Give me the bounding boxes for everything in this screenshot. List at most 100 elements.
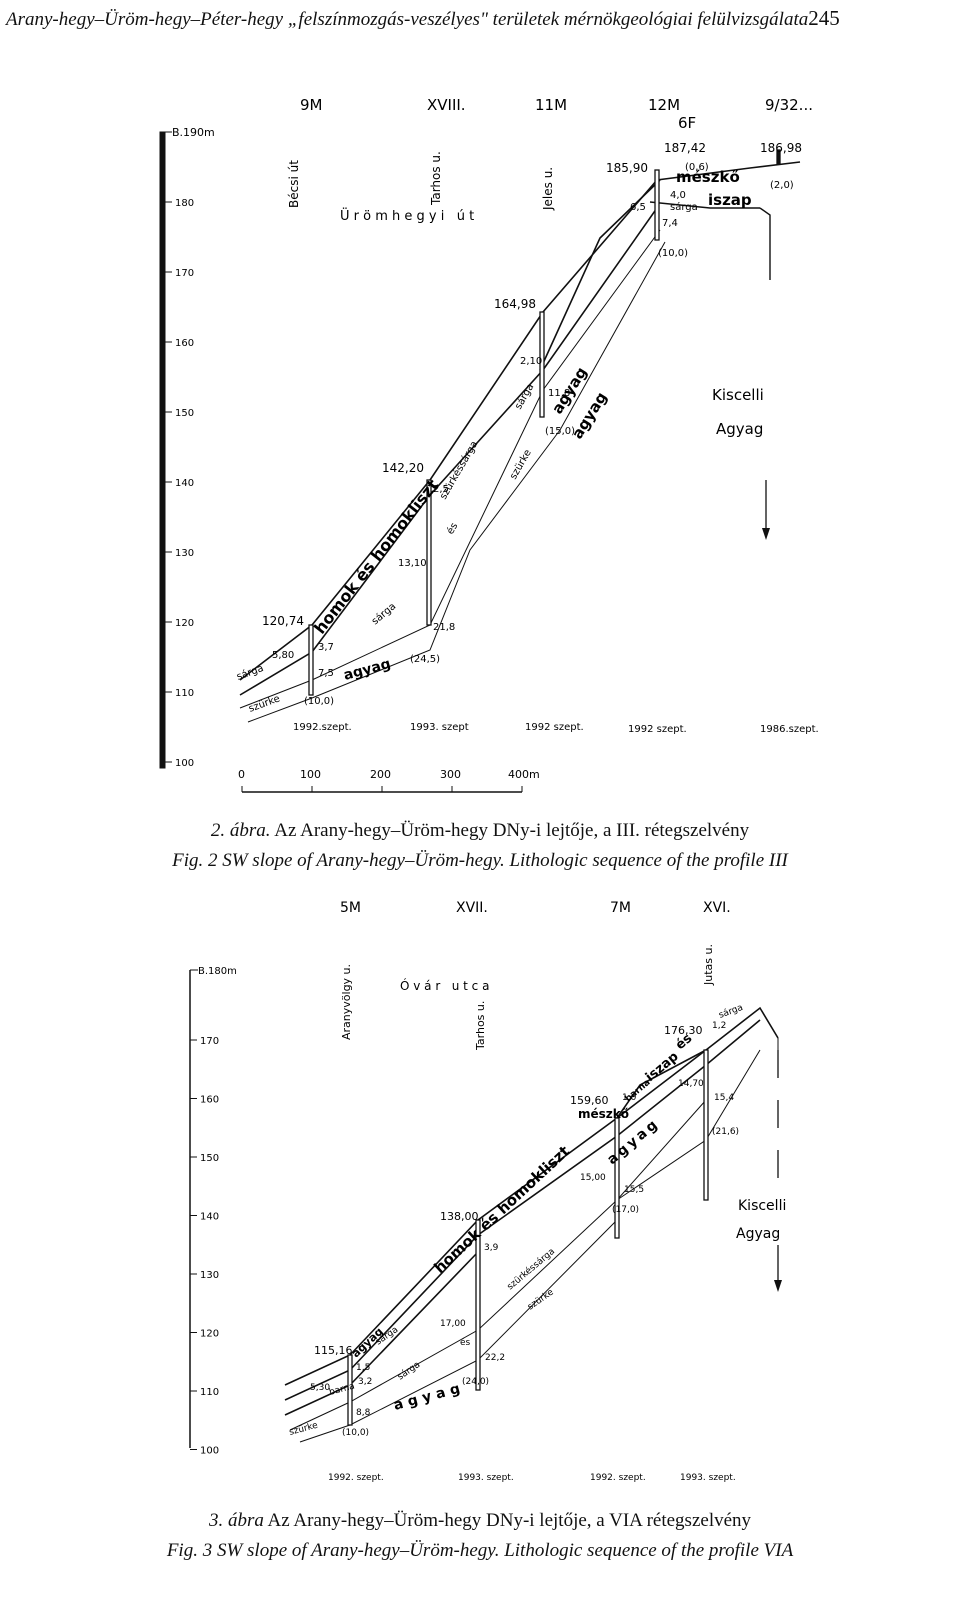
borehole-id: 9M <box>300 96 323 114</box>
layer-sublabel: sárga <box>235 662 265 683</box>
main-street-label: Ó v á r u t c a <box>400 978 489 993</box>
depth-label: 3,9 <box>484 1243 499 1253</box>
fig3-caption-hu: 3. ábra Az Arany-hegy–Üröm-hegy DNy-i le… <box>0 1510 960 1532</box>
borehole <box>703 1049 709 1201</box>
scale-tick-label: 140 <box>175 478 194 489</box>
depth-label: (0,6) <box>685 162 709 173</box>
borehole-id: 5M <box>340 900 361 916</box>
street-labels: Bécsi út Tarhos u. Jeles u. Ü r ö m h e … <box>287 151 555 224</box>
depth-label: (10,0) <box>658 248 688 259</box>
street-label: Tarhos u. <box>474 1001 487 1051</box>
scale-top-label: B.180m <box>198 966 237 977</box>
thin-boundary <box>239 229 661 709</box>
scale-tick-label: 140 <box>200 1212 219 1223</box>
kiscelli-label: Kiscelli <box>738 1198 786 1214</box>
borehole-id: 11M <box>535 96 567 114</box>
distance-scale-label: 100 <box>300 768 321 781</box>
depth-label: 2,5 <box>433 484 449 495</box>
scale-tick-label: 100 <box>175 758 194 769</box>
layer-sublabel: sárga <box>369 600 398 627</box>
depth-label: 14,70 <box>678 1079 704 1089</box>
distance-scale-label: 300 <box>440 768 461 781</box>
depth-label: (21,6) <box>712 1127 739 1137</box>
distance-scale-label: 400m <box>508 768 540 781</box>
fig2-caption-num: 2. ábra. <box>210 820 271 841</box>
depth-labels: 5,30 3,2 1,5 8,8 (10,0) 3,9 17,00 22,2 (… <box>310 1021 739 1438</box>
depth-label: 3,7 <box>318 642 334 653</box>
depth-label: (10,0) <box>304 696 334 707</box>
fig3-caption-num: 3. ábra <box>208 1510 264 1531</box>
elevation-label: 186,98 <box>760 141 802 155</box>
street-label: Jeles u. <box>541 167 555 211</box>
elevation-label: 138,00 <box>440 1210 479 1223</box>
borehole <box>347 1354 353 1426</box>
layer-sublabel: sárga <box>512 381 536 411</box>
scale-tick-label: 150 <box>175 408 194 419</box>
depth-label: (2,0) <box>770 180 794 191</box>
layer-sublabel: és <box>444 521 460 537</box>
layer-label: iszap <box>643 1049 682 1085</box>
depth-label: 22,2 <box>485 1353 505 1363</box>
borehole-id: XVIII. <box>427 96 466 114</box>
boundary-line <box>284 1019 761 1401</box>
boundary-line <box>649 201 760 209</box>
elevation-label: 176,30 <box>664 1024 703 1037</box>
elevation-labels: 120,74 142,20 164,98 185,90 187,42 186,9… <box>262 141 802 628</box>
depth-label: 1,0 <box>622 1093 637 1103</box>
arrow-head <box>774 1280 782 1292</box>
elevation-label: 187,42 <box>664 141 706 155</box>
scale-tick-label: 170 <box>175 268 194 279</box>
thin-boundary <box>299 1219 618 1443</box>
borehole <box>776 149 781 165</box>
layer-label: mészkő <box>578 1107 629 1121</box>
layer-sublabel: és <box>460 1337 471 1348</box>
layer-labels: homok és homokliszt agyag agyag mészkő b… <box>349 1031 695 1414</box>
thin-boundary <box>289 1049 761 1431</box>
layer-sublabel: sárga <box>396 1360 422 1383</box>
street-label: Bécsi út <box>287 160 301 208</box>
survey-date: 1992. szept. <box>590 1473 646 1483</box>
survey-date: 1993. szept <box>410 722 469 733</box>
depth-label: 15,5 <box>624 1185 644 1195</box>
header-title: Arany-hegy–Üröm-hegy–Péter-hegy „felszín… <box>6 9 809 30</box>
depth-label: 15,4 <box>714 1093 734 1103</box>
scale-tick-label: 120 <box>200 1329 219 1340</box>
survey-dates: 1992. szept. 1993. szept. 1992. szept. 1… <box>328 1473 736 1483</box>
depth-label: 1,2 <box>712 1021 726 1031</box>
survey-date: 1992.szept. <box>293 722 352 733</box>
borehole <box>539 311 545 418</box>
layer-label: mészkő <box>676 168 740 186</box>
depth-label: 13,10 <box>398 558 427 569</box>
elevation-label: 164,98 <box>494 297 536 311</box>
boreholes <box>347 1049 709 1426</box>
borehole-ids: 9M XVIII. 11M 12M 6F 9/32... <box>300 96 813 132</box>
depth-label: 3,2 <box>358 1377 372 1387</box>
scale-tick-label: 110 <box>175 688 194 699</box>
fig3-caption-en: Fig. 3 SW slope of Arany-hegy–Üröm-hegy.… <box>0 1540 960 1562</box>
scale-tick-label: 180 <box>175 198 194 209</box>
borehole-id: 9/32... <box>765 96 813 114</box>
borehole-id: 6F <box>678 114 696 132</box>
elevation-label: 120,74 <box>262 614 304 628</box>
elevation-labels: 115,16 138,00 159,60 176,30 <box>314 1024 703 1357</box>
scale-tick-label: 110 <box>200 1387 219 1398</box>
scale-top-label: B.190m <box>172 126 215 139</box>
scale-tick-label: 170 <box>200 1036 219 1047</box>
scale-tick-label: 130 <box>200 1270 219 1281</box>
scale-tick-label: 120 <box>175 618 194 629</box>
survey-date: 1992 szept. <box>628 724 687 735</box>
depth-label: 1,5 <box>356 1363 370 1373</box>
depth-label: 17,00 <box>440 1319 466 1329</box>
distance-scale: 0 100 200 300 400m <box>238 768 540 793</box>
depth-label: 11,8 <box>548 388 570 399</box>
depth-label: 7,4 <box>662 218 678 229</box>
distance-scale-label: 0 <box>238 768 245 781</box>
distance-scale-label: 200 <box>370 768 391 781</box>
boundary-line <box>539 179 661 371</box>
depth-label: (24,0) <box>462 1377 489 1387</box>
elevation-label: 115,16 <box>314 1344 353 1357</box>
layer-sublabel: szürke <box>508 448 534 482</box>
scale-tick-label: 150 <box>200 1153 219 1164</box>
